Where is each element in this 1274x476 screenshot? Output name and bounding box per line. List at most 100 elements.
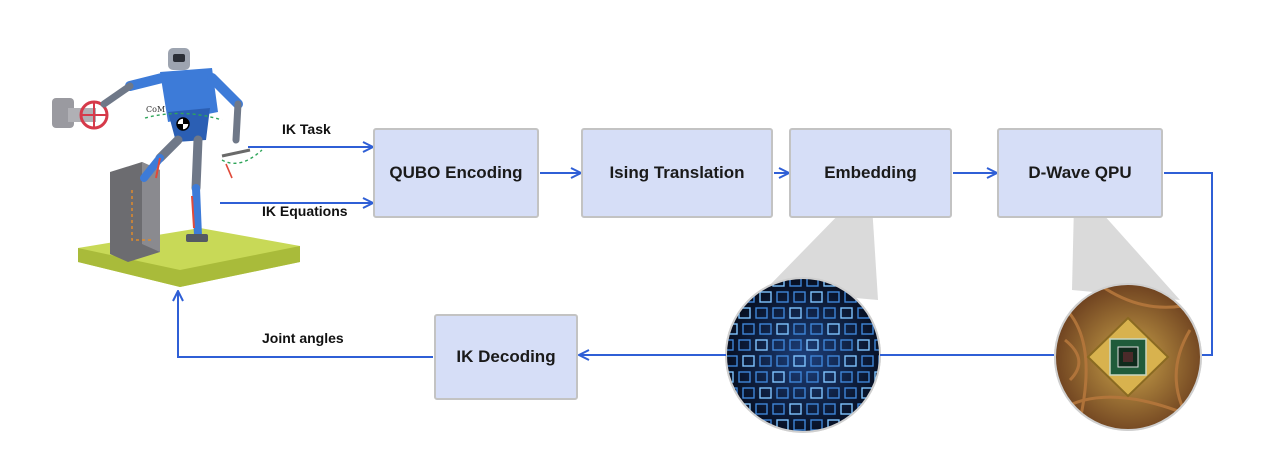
ik-task-label: IK Task bbox=[282, 121, 331, 137]
embedding-zoom-cone bbox=[765, 205, 878, 300]
qubit-cell bbox=[874, 339, 880, 351]
qubit-cell bbox=[793, 387, 806, 399]
qubit-cell bbox=[823, 371, 836, 383]
wrench-icon bbox=[221, 148, 251, 158]
qubit-cell bbox=[874, 371, 880, 383]
qubit-cell bbox=[806, 403, 819, 415]
qubit-cell bbox=[793, 355, 806, 367]
qubit-cell bbox=[878, 323, 880, 335]
qubit-cell bbox=[726, 291, 738, 303]
qubit-cell bbox=[793, 323, 806, 335]
ik-decoding-node: IK Decoding bbox=[434, 314, 578, 400]
qubit-cell bbox=[793, 291, 806, 303]
valve-icon bbox=[52, 98, 109, 130]
qubit-cell bbox=[793, 419, 806, 431]
qubit-cell bbox=[806, 307, 819, 319]
qubit-cell bbox=[861, 355, 874, 367]
qubit-cell bbox=[857, 371, 870, 383]
qubit-cell bbox=[789, 278, 802, 287]
qubit-cell bbox=[823, 403, 836, 415]
qubit-cell bbox=[738, 278, 751, 287]
qubit-cell bbox=[742, 323, 755, 335]
qubit-cell bbox=[840, 307, 853, 319]
support-line bbox=[131, 190, 152, 241]
qubit-cell bbox=[726, 307, 734, 319]
qubit-cell bbox=[755, 339, 768, 351]
qubit-cell bbox=[776, 323, 789, 335]
qubit-cell bbox=[776, 355, 789, 367]
dwave-qpu-node: D-Wave QPU bbox=[997, 128, 1163, 218]
ising-translation-node: Ising Translation bbox=[581, 128, 773, 218]
qubit-cell bbox=[878, 291, 880, 303]
qubit-cell bbox=[823, 307, 836, 319]
qubit-cell bbox=[827, 387, 840, 399]
qubit-cell bbox=[772, 307, 785, 319]
qubit-cell bbox=[772, 403, 785, 415]
qubit-cell bbox=[789, 339, 802, 351]
qubit-cell bbox=[861, 419, 874, 431]
qubit-cell bbox=[759, 355, 772, 367]
ik-equations-label: IK Equations bbox=[262, 203, 348, 219]
qubit-cell bbox=[823, 339, 836, 351]
qubit-cell bbox=[755, 278, 768, 287]
qubit-cell bbox=[844, 419, 857, 431]
qubit-cell bbox=[726, 278, 734, 287]
qubit-cell bbox=[844, 323, 857, 335]
qubit-cell bbox=[742, 355, 755, 367]
qubit-cell bbox=[878, 419, 880, 431]
qubit-cell bbox=[742, 387, 755, 399]
qubit-cell bbox=[726, 403, 734, 415]
qubit-cell bbox=[789, 307, 802, 319]
qubit-cell bbox=[844, 387, 857, 399]
qubit-cell bbox=[810, 387, 823, 399]
qubit-cell bbox=[759, 387, 772, 399]
qubit-cell bbox=[755, 403, 768, 415]
qubit-cell bbox=[840, 371, 853, 383]
qubit-cell bbox=[789, 403, 802, 415]
qubit-cell bbox=[874, 403, 880, 415]
qubit-cell bbox=[738, 371, 751, 383]
qubit-cell bbox=[772, 371, 785, 383]
qubit-cell bbox=[840, 403, 853, 415]
qubit-cell bbox=[755, 307, 768, 319]
qubit-cell bbox=[844, 355, 857, 367]
robot-illustration: CoM bbox=[52, 48, 300, 287]
qubit-cell bbox=[776, 291, 789, 303]
qubit-cell bbox=[810, 323, 823, 335]
qubit-cell bbox=[806, 371, 819, 383]
qubit-cell bbox=[827, 323, 840, 335]
qubit-cell bbox=[772, 339, 785, 351]
qubit-cell bbox=[827, 291, 840, 303]
qubit-cell bbox=[857, 339, 870, 351]
qubit-cell bbox=[878, 387, 880, 399]
qubit-cell bbox=[806, 278, 819, 287]
qubit-cell bbox=[861, 323, 874, 335]
qubit-cell bbox=[874, 307, 880, 319]
qubit-cell bbox=[840, 339, 853, 351]
qubit-cell bbox=[806, 339, 819, 351]
platform-side bbox=[78, 246, 300, 287]
qubit-cell bbox=[755, 371, 768, 383]
arrow-dwave-return bbox=[1164, 172, 1213, 356]
qubo-encoding-node: QUBO Encoding bbox=[373, 128, 539, 218]
qubit-cell bbox=[810, 291, 823, 303]
qubit-cell bbox=[759, 323, 772, 335]
humanoid-robot: CoM bbox=[100, 48, 263, 242]
joint-angles-label: Joint angles bbox=[262, 330, 344, 346]
pedestal-side bbox=[142, 162, 160, 252]
qubit-cell bbox=[776, 387, 789, 399]
qubit-cell bbox=[789, 371, 802, 383]
qubit-cell bbox=[742, 419, 755, 431]
arrow-joint-angles bbox=[178, 292, 433, 358]
qubit-cell bbox=[738, 339, 751, 351]
com-label: CoM bbox=[146, 105, 165, 114]
qubit-cell bbox=[726, 355, 738, 367]
qubit-cell bbox=[759, 291, 772, 303]
qubit-cell bbox=[726, 419, 738, 431]
qubit-cell bbox=[827, 355, 840, 367]
embedding-node: Embedding bbox=[789, 128, 952, 218]
qpu-zoom-cone bbox=[1072, 204, 1180, 300]
embedding-chip-image bbox=[725, 277, 881, 433]
